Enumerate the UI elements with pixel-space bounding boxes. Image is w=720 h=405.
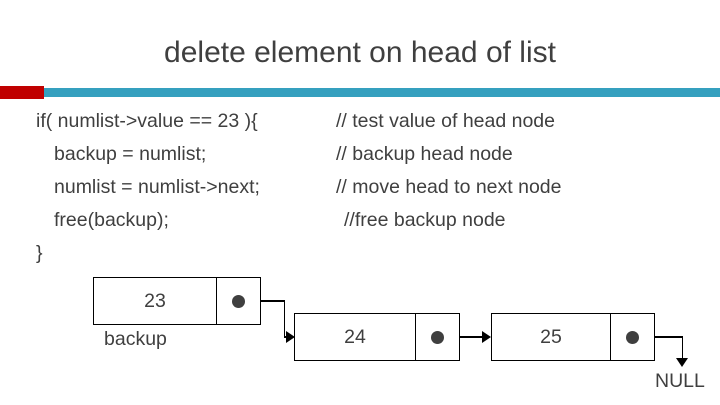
node-pointer-cell [415,314,459,360]
arrow-head-node2-to-node3 [482,331,491,343]
list-node-1: 23 [93,277,261,325]
arrow-node3-to-null-segment-v [681,336,683,361]
code-comment: //free backup node [344,209,506,231]
node-value: 25 [540,325,562,348]
code-statement: if( numlist->value == 23 ){ [36,110,258,132]
code-line: backup = numlist; // backup head node [36,138,696,171]
code-comment: // move head to next node [336,176,562,198]
pointer-dot-icon [431,330,444,344]
node-pointer-cell [216,278,260,324]
backup-pointer-label: backup [104,328,167,350]
page-title: delete element on head of list [164,36,556,69]
code-line: if( numlist->value == 23 ){ // test valu… [36,105,696,138]
arrow-node1-to-node2-segment-v [283,300,285,337]
arrow-node1-to-node2-segment-h2 [283,336,288,338]
arrow-node2-to-node3-segment [460,336,483,338]
node-value: 23 [144,289,166,312]
arrow-head-node1-to-node2 [286,331,295,343]
pointer-dot-icon [232,294,245,308]
node-pointer-cell [610,314,654,360]
arrow-node1-to-node2-segment-h [261,300,285,302]
code-block: if( numlist->value == 23 ){ // test valu… [36,105,696,270]
code-statement: free(backup); [54,209,169,231]
arrow-node3-to-null-segment-h [655,336,683,338]
code-line: numlist = numlist->next; // move head to… [36,171,696,204]
pointer-dot-icon [626,330,639,344]
code-comment: // backup head node [336,143,513,165]
code-line: free(backup); //free backup node [36,204,696,237]
node-value: 24 [344,325,366,348]
code-comment: // test value of head node [336,110,555,132]
list-node-3: 25 [491,313,655,361]
code-statement: numlist = numlist->next; [54,176,260,198]
code-line: } [36,237,696,270]
list-node-2: 24 [294,313,460,361]
divider-bar-blue [44,88,720,97]
divider-bar-red [0,86,44,99]
code-statement: } [36,242,43,264]
null-label: NULL [655,370,705,392]
code-statement: backup = numlist; [54,143,207,165]
arrow-head-node3-to-null [676,358,688,367]
